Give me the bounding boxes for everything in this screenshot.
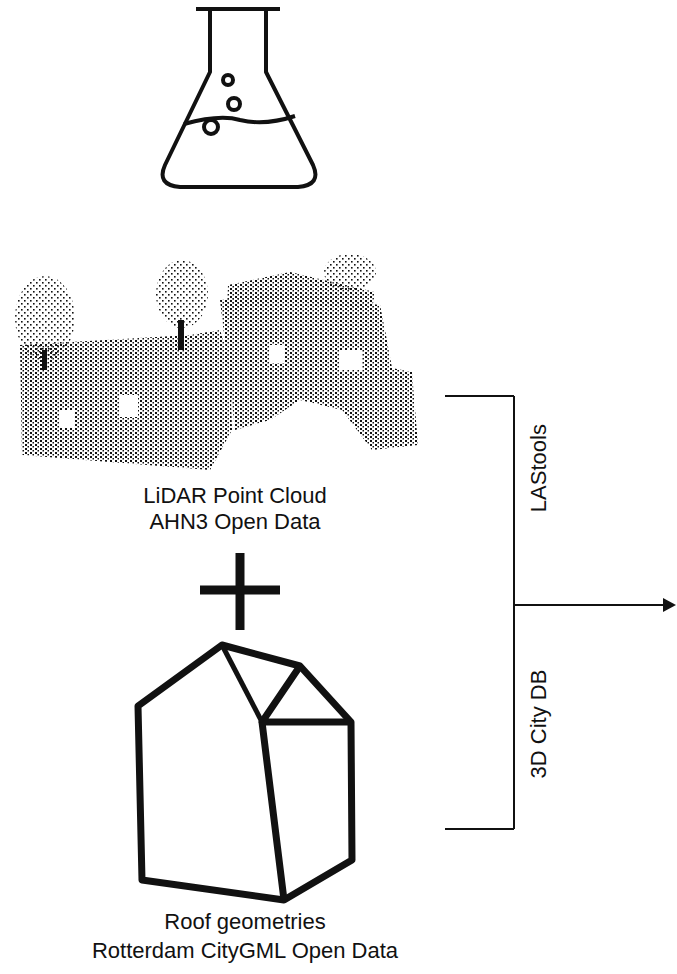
- house-icon: [138, 645, 352, 900]
- caption-text: AHN3 Open Data: [149, 510, 320, 534]
- tool-label: 3D City DB: [527, 668, 551, 781]
- caption-text: LiDAR Point Cloud: [143, 484, 326, 508]
- arrowhead: [663, 598, 676, 612]
- point-cloud-illustration: [15, 254, 418, 470]
- caption-text: Rotterdam CityGML Open Data: [92, 939, 398, 963]
- merge-bracket: [445, 396, 664, 829]
- caption-text: Roof geometries: [164, 910, 325, 934]
- plus-sign: [200, 553, 280, 630]
- flask-icon: [163, 9, 316, 187]
- tool-label: LAStools: [527, 422, 551, 514]
